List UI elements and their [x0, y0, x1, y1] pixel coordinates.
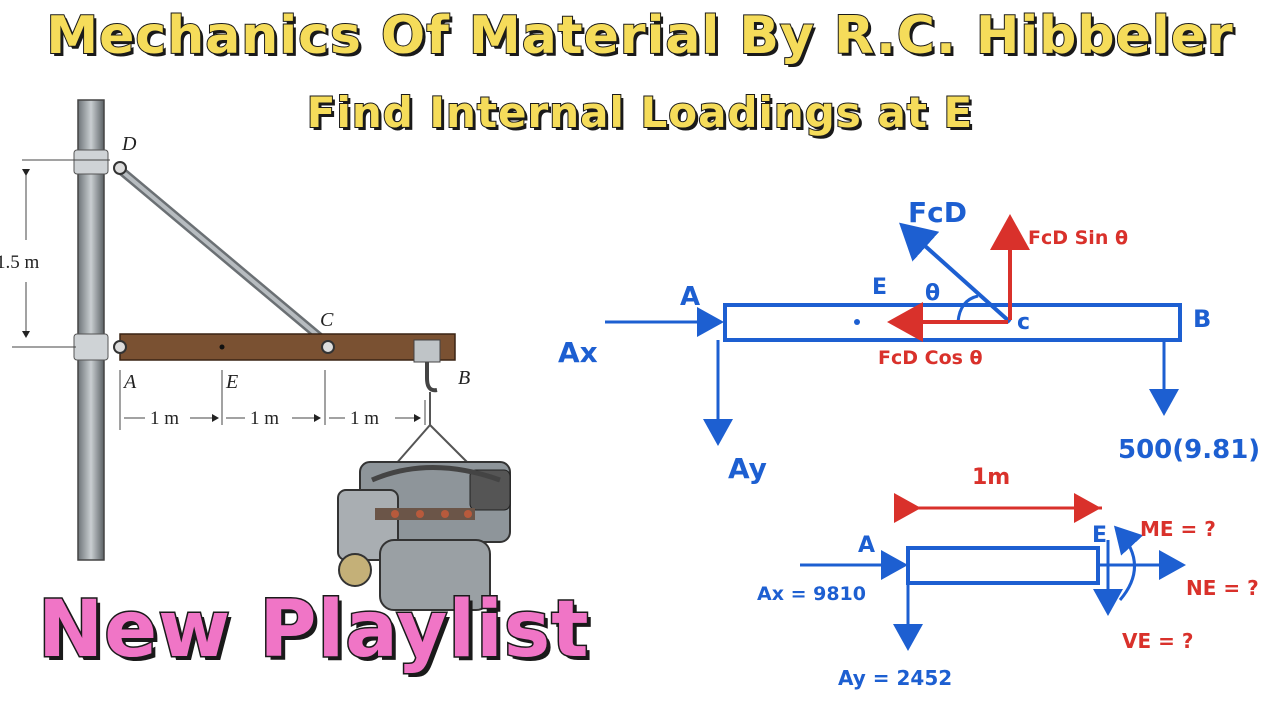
section-label-me: ME = ?: [1140, 517, 1216, 541]
hook: [425, 362, 438, 393]
dim-3: 1 m: [350, 408, 379, 429]
pin-d: [113, 161, 127, 175]
fbd-label-c: c: [1017, 310, 1030, 335]
section-beam: [906, 546, 1100, 585]
section-label-e: E: [1092, 523, 1107, 548]
dim-1: 1 m: [150, 408, 179, 429]
label-d: D: [121, 133, 137, 155]
fbd-label-ax: Ax: [558, 336, 598, 369]
textbook-figure: 1.5 m 1 m 1 m 1 m D C A E B: [0, 99, 511, 611]
fbd-label-ay: Ay: [728, 452, 767, 485]
hook-block: [413, 339, 441, 363]
fbd-label-weight: 500(9.81): [1118, 435, 1260, 465]
engine-image: [337, 461, 511, 611]
fbd-label-theta: θ: [925, 281, 940, 306]
fbd-label-fcd: FcD: [908, 196, 967, 229]
fbd-section: 1m A E Ax = 9810 Ay = 2452 ME = ? NE = ?…: [757, 465, 1259, 690]
arrow-me: [1113, 525, 1144, 601]
fbd-beam: [723, 303, 1182, 342]
fbd-label-fcd-sin: FcD Sin θ: [1028, 227, 1128, 249]
video-subtitle: Find Internal Loadings at E: [306, 87, 974, 138]
new-playlist-banner: New Playlist: [37, 584, 591, 677]
section-label-ve: VE = ?: [1122, 629, 1193, 653]
fbd-label-b: B: [1193, 305, 1211, 333]
section-label-a: A: [858, 533, 875, 558]
section-label-ne: NE = ?: [1186, 576, 1259, 600]
label-a: A: [122, 371, 137, 393]
label-c: C: [320, 309, 334, 331]
label-b: B: [458, 367, 470, 389]
theta-arc: [956, 294, 979, 323]
section-length: 1m: [972, 465, 1010, 490]
arrow-fcd: [899, 222, 1012, 324]
pin-c: [321, 340, 335, 354]
section-label-ay: Ay = 2452: [838, 666, 952, 690]
dim-2: 1 m: [250, 408, 279, 429]
point-e-dot: [219, 344, 225, 350]
pin-a: [113, 340, 127, 354]
vertical-pole: [77, 99, 105, 561]
section-label-ax: Ax = 9810: [757, 583, 866, 605]
beam-ab: [119, 333, 456, 361]
fbd-label-fcd-cos: FcD Cos θ: [878, 347, 983, 369]
video-title: Mechanics Of Material By R.C. Hibbeler: [45, 5, 1234, 67]
fbd-label-a: A: [680, 282, 700, 312]
collar-top: [73, 149, 109, 175]
collar-bottom: [73, 333, 109, 361]
label-e: E: [225, 371, 238, 393]
fbd-label-e: E: [872, 275, 887, 300]
dim-vertical: 1.5 m: [0, 252, 40, 273]
fbd-full: A B E c Ax Ay FcD θ 500(9.81) FcD Sin θ …: [558, 196, 1260, 485]
